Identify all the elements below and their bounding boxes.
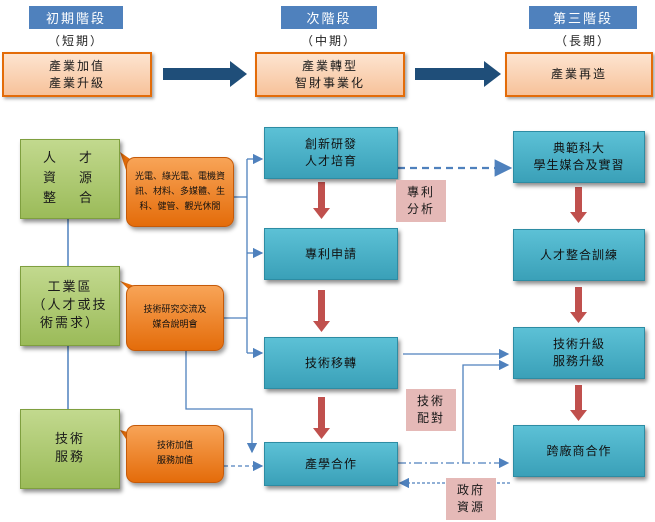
step-innovation-talent: 創新研發 人才培育	[264, 127, 398, 179]
red-arrow-mid-3	[313, 397, 330, 439]
phase-box-industry-rebuild: 產業再造	[505, 52, 653, 97]
note-value-added: 技術加值 服務加值	[126, 425, 224, 483]
phase-arrow-1	[163, 61, 247, 87]
note-disciplines: 光電、綠光電、電機資 訊、材料、多媒體、生 科、健管、觀光休閒	[126, 157, 234, 227]
talent-resource-integration: 人 才 資 源 整 合	[20, 139, 120, 219]
step-tech-service-upgrade: 技術升級 服務升級	[513, 327, 645, 379]
phase-term-long: （長期）	[554, 33, 611, 48]
phase-arrow-2	[415, 61, 501, 87]
step-tech-transfer: 技術移轉	[264, 337, 398, 389]
technical-service: 技術 服務	[20, 409, 120, 489]
step-talent-training: 人才整合訓練	[513, 229, 645, 281]
phase-term-mid: （中期）	[300, 33, 357, 48]
label-tech-matching: 技術 配對	[406, 389, 456, 431]
step-patent-application: 專利申請	[264, 228, 398, 280]
red-arrow-mid-2	[313, 290, 330, 332]
phase-header-short: 初期階段	[29, 6, 123, 29]
red-arrow-right-1	[570, 187, 587, 223]
phase-term-short: （短期）	[47, 33, 104, 48]
red-arrow-right-3	[570, 385, 587, 421]
red-arrow-right-2	[570, 287, 587, 323]
phase-header-mid: 次階段	[281, 6, 377, 29]
industrial-zone-needs: 工業區 （人才或技 術需求）	[20, 266, 120, 346]
step-industry-academia: 產學合作	[264, 442, 398, 486]
red-arrow-mid-1	[313, 182, 330, 219]
step-cross-firm-coop: 跨廠商合作	[513, 425, 645, 477]
phase-header-long: 第三階段	[529, 6, 637, 29]
phase-box-industry-transform: 產業轉型 智財事業化	[255, 52, 405, 97]
bracket-connector	[224, 153, 264, 359]
note2-connector	[185, 351, 258, 454]
note-tech-exchange: 技術研究交流及 媒合說明會	[126, 285, 224, 351]
elbow-coop-to-upgrade	[462, 359, 510, 463]
phase-box-industry-upgrade: 產業加值 產業升級	[2, 52, 152, 97]
label-patent-analysis: 專利 分析	[396, 180, 446, 222]
step-model-university: 典範科大 學生媒合及實習	[513, 131, 645, 183]
label-gov-resources: 政府 資源	[446, 478, 496, 520]
